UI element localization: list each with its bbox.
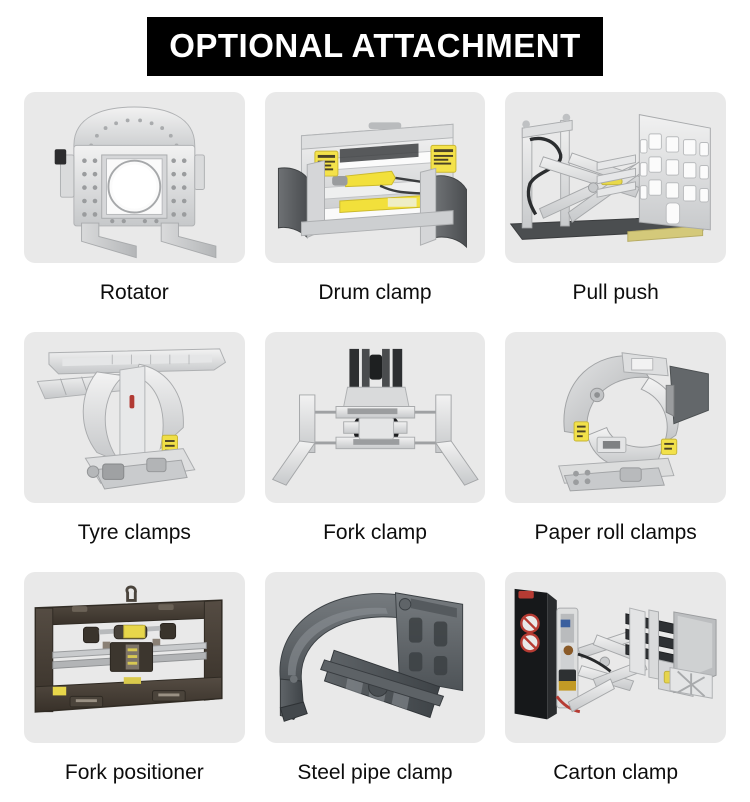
product-image-drum-clamp[interactable] — [264, 92, 486, 263]
fork-clamp-icon — [265, 332, 486, 503]
gallery-item-label: Tyre clamps — [77, 521, 191, 544]
gallery-item-rotator[interactable]: Rotator — [24, 92, 245, 322]
product-image-tyre-clamps[interactable] — [24, 332, 245, 503]
gallery-item-label: Fork positioner — [64, 761, 204, 784]
gallery-item-tyre-clamps[interactable]: Tyre clamps — [24, 332, 245, 562]
gallery-item-label: Rotator — [99, 281, 169, 304]
gallery-item-carton-clamp[interactable]: Carton clamp — [505, 572, 726, 802]
pull-push-icon — [505, 92, 726, 263]
product-image-rotator[interactable] — [24, 92, 245, 263]
gallery-item-label: Drum clamp — [318, 281, 432, 304]
product-image-pull-push[interactable] — [505, 92, 726, 263]
gallery-item-label: Paper roll clamps — [534, 521, 697, 544]
gallery-item-paper-roll-clamps[interactable]: Paper roll clamps — [505, 332, 726, 562]
product-image-fork-positioner[interactable] — [24, 572, 245, 743]
gallery-item-fork-clamp[interactable]: Fork clamp — [264, 332, 486, 562]
product-image-carton-clamp[interactable] — [505, 572, 726, 743]
paper-roll-clamps-icon — [505, 332, 726, 503]
page-title: OPTIONAL ATTACHMENT — [147, 16, 603, 76]
header-bar: OPTIONAL ATTACHMENT — [0, 0, 750, 92]
gallery-item-label: Steel pipe clamp — [297, 761, 453, 784]
drum-clamp-icon — [265, 92, 486, 263]
gallery-item-steel-pipe-clamp[interactable]: Steel pipe clamp — [264, 572, 486, 802]
gallery-item-label: Pull push — [572, 281, 659, 304]
gallery-item-label: Fork clamp — [323, 521, 427, 544]
tyre-clamps-icon — [24, 332, 245, 503]
product-image-fork-clamp[interactable] — [264, 332, 486, 503]
gallery-item-fork-positioner[interactable]: Fork positioner — [24, 572, 245, 802]
carton-clamp-icon — [505, 572, 726, 743]
product-image-paper-roll-clamps[interactable] — [505, 332, 726, 503]
gallery-item-label: Carton clamp — [553, 761, 679, 784]
product-image-steel-pipe-clamp[interactable] — [264, 572, 486, 743]
gallery-item-drum-clamp[interactable]: Drum clamp — [264, 92, 486, 322]
gallery-item-pull-push[interactable]: Pull push — [505, 92, 726, 322]
rotator-icon — [24, 92, 245, 263]
steel-pipe-clamp-icon — [265, 572, 486, 743]
attachment-gallery: Rotator — [24, 92, 726, 802]
fork-positioner-icon — [24, 572, 245, 743]
